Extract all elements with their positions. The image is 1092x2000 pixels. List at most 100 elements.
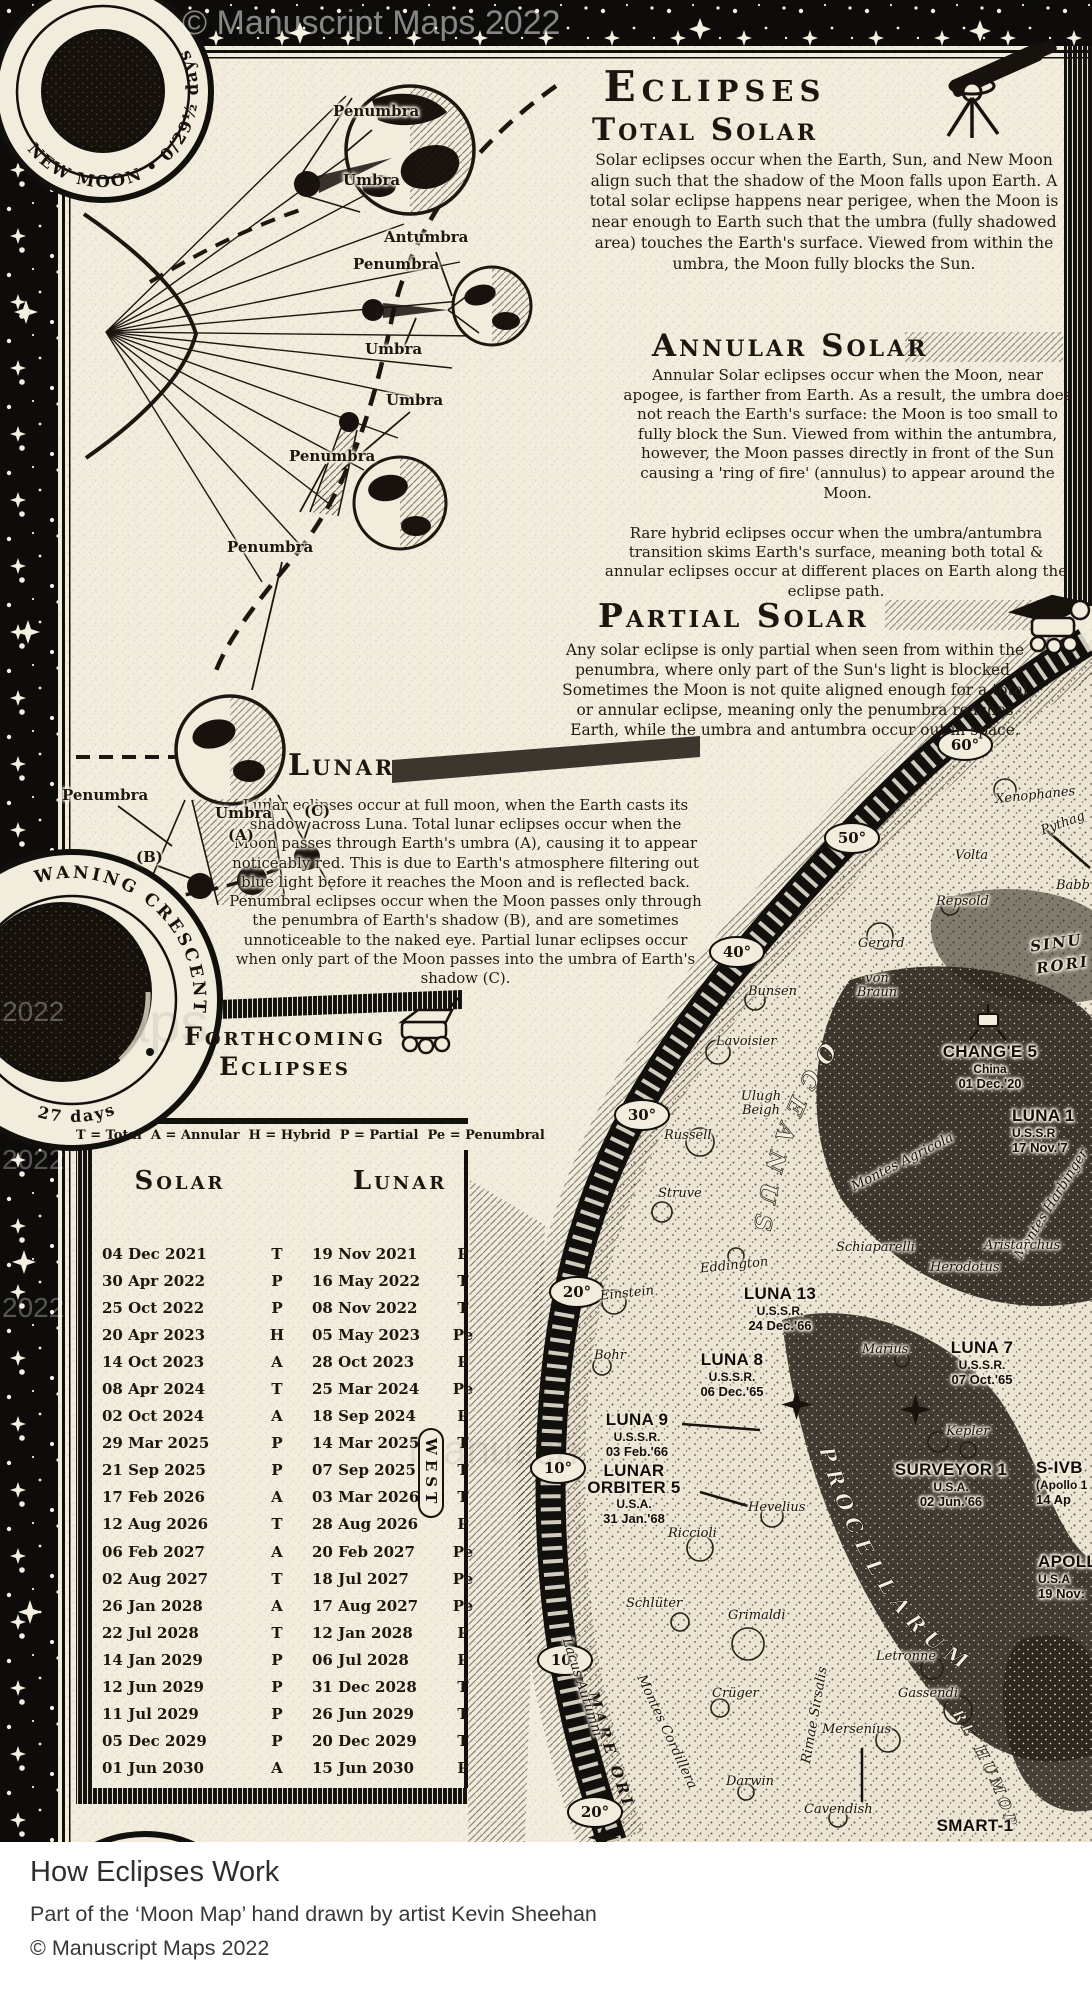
ring-label: 40° (723, 943, 751, 961)
mission-name: LUNA 9 (605, 1410, 669, 1429)
mission-luna9: LUNA 9 U.S.S.R. 03 Feb.'66 (578, 1410, 696, 1459)
mission-luna8: LUNA 8 U.S.S.R. 06 Dec.'65 (672, 1350, 792, 1399)
mission-date: 03 Feb.'66 (605, 1444, 669, 1459)
penumbra-label: Penumbra (227, 538, 314, 556)
marker-c-label: (C) (304, 802, 331, 820)
mission-date: 24 Dec.'66 (748, 1318, 812, 1333)
west-label: WEST (418, 1428, 444, 1519)
crater-label: Lavoisier (716, 1034, 777, 1049)
forthcoming-heading-line2: Eclipses (219, 1052, 351, 1081)
mission-date: 02 Jun.'66 (919, 1494, 983, 1509)
latitude-ring-labels: 60° 50° 40° 30° 20° 10° 10° 20° (530, 729, 993, 1828)
new-moon-badge: NEW MOON • 0/29½ days (0, 0, 214, 203)
section-note-hybrid: Rare hybrid eclipses occur when the umbr… (604, 524, 1068, 600)
watermark-fragment: 2022 (2, 1292, 65, 1323)
mission-name: S-IVB (1036, 1458, 1083, 1477)
penumbra-label: Penumbra (353, 255, 440, 273)
crater-label: Schlüter (626, 1596, 683, 1611)
artwork-drawing: NEW MOON • 0/29½ days WANING CRESCENT 27… (0, 0, 1092, 1842)
eclipse-type-legend: T = Total A = Annular H = Hybrid P = Par… (76, 1128, 545, 1143)
section-heading-total-solar: Total Solar (592, 112, 819, 148)
section-heading-lunar: Lunar (288, 748, 396, 783)
crater-label: Crüger (712, 1686, 759, 1701)
crater-label: Gassendi (898, 1686, 959, 1701)
crater-label: Russell (664, 1128, 712, 1143)
mission-name: APOLL (1038, 1552, 1092, 1571)
mission-date: 01 Dec.'20 (958, 1076, 1022, 1091)
mission-org: U.S.S.R. (756, 1304, 804, 1318)
solar-column-header: Solar (134, 1166, 226, 1196)
landing-site-bursts (588, 1389, 931, 1842)
watermark-fragment: 2022 (2, 1144, 65, 1175)
crater-label: Kepler (946, 1424, 990, 1439)
mission-org: China (973, 1062, 1007, 1076)
telescope-icon (946, 39, 1057, 138)
watermark-fragment: aps (118, 991, 209, 1054)
lander-icon-change5 (969, 1004, 1007, 1041)
umbra-label: Umbra (365, 340, 423, 358)
forthcoming-heading-line1: Forthcoming (184, 1022, 386, 1051)
mission-name: CHANG'E 5 (942, 1042, 1038, 1061)
caption-title: How Eclipses Work (30, 1856, 280, 1888)
crater-label: Babb (1056, 878, 1090, 893)
mission-date: 17 Nov.'7 (1012, 1140, 1068, 1155)
penumbra-label: Penumbra (289, 447, 376, 465)
crater-label: Grimaldi (728, 1608, 786, 1623)
crater-label: Schiaparelli (836, 1240, 915, 1255)
crater-label: Ulugh Beigh (740, 1089, 782, 1119)
mission-org: U.S.S.R. (958, 1358, 1006, 1372)
mission-name: LUNA 8 (700, 1350, 764, 1369)
crater-label: Riccioli (668, 1526, 717, 1541)
mission-sivb: S-IVB (Apollo 1 14 Ap (1036, 1458, 1092, 1507)
mission-name: LUNA 13 (743, 1284, 817, 1303)
ring-label: 10° (551, 1651, 579, 1669)
penumbra-label: Penumbra (62, 786, 149, 804)
ring-label: 20° (563, 1283, 591, 1301)
mission-date: 06 Dec.'65 (700, 1384, 764, 1399)
penumbra-label: Penumbra (333, 102, 420, 120)
crater-label: Volta (955, 848, 989, 863)
section-body-lunar: Lunar eclipses occur at full moon, when … (229, 796, 702, 987)
mission-date: 07 Oct.'65 (951, 1372, 1013, 1387)
crater-label: Bunsen (748, 984, 798, 999)
mission-smart1: SMART-1 (920, 1816, 1030, 1836)
mission-lunar-orbiter5: LUNAR ORBITER 5 U.S.A. 31 Jan.'68 (566, 1462, 702, 1526)
antumbra-label: Antumbra (384, 228, 469, 246)
mission-org: U.S.S.R. (708, 1370, 756, 1384)
mission-name: LUNA 1 (1012, 1106, 1075, 1125)
mission-surveyor1: SURVEYOR 1 U.S.A. 02 Jun.'66 (876, 1460, 1026, 1509)
map-title: Eclipses (603, 62, 827, 111)
crater-label: Mersenius (822, 1722, 892, 1737)
mission-org: U.S.A. (616, 1496, 652, 1511)
crater-label: Cavendish (804, 1802, 873, 1817)
watermark-fragment: 2022 (2, 996, 65, 1027)
waning-crescent-badge: WANING CRESCENT 27 days (0, 849, 223, 1151)
caption-copyright: © Manuscript Maps 2022 (30, 1936, 270, 1960)
